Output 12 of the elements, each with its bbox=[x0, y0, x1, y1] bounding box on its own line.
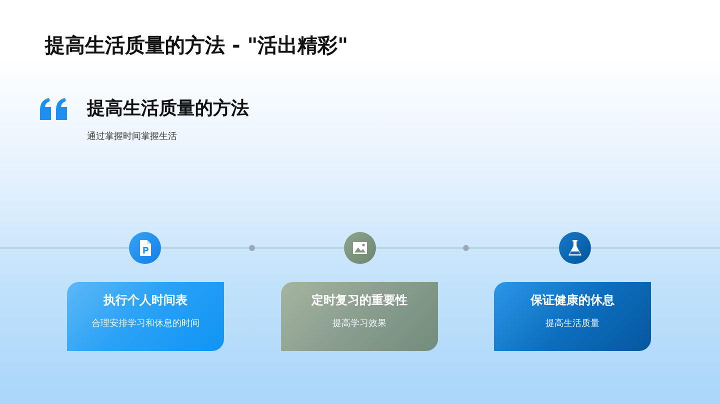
card bbox=[494, 282, 651, 351]
card-heading: 执行个人时间表 bbox=[102, 292, 188, 309]
subtitle: 通过掌握时间掌握生活 bbox=[87, 131, 177, 143]
card bbox=[281, 282, 438, 351]
card-text: 提高学习效果 bbox=[332, 318, 388, 330]
title: 提高生活质量的方法 - "活出精彩" bbox=[45, 32, 348, 58]
card-heading: 定时复习的重要性 bbox=[310, 292, 408, 309]
card-heading: 保证健康的休息 bbox=[529, 292, 616, 309]
card-text: 提高生活质量 bbox=[544, 318, 600, 330]
card-text: 合理安排学习和休息的时间 bbox=[90, 318, 200, 330]
card bbox=[67, 282, 224, 351]
heading: 提高生活质量的方法 bbox=[87, 97, 249, 121]
